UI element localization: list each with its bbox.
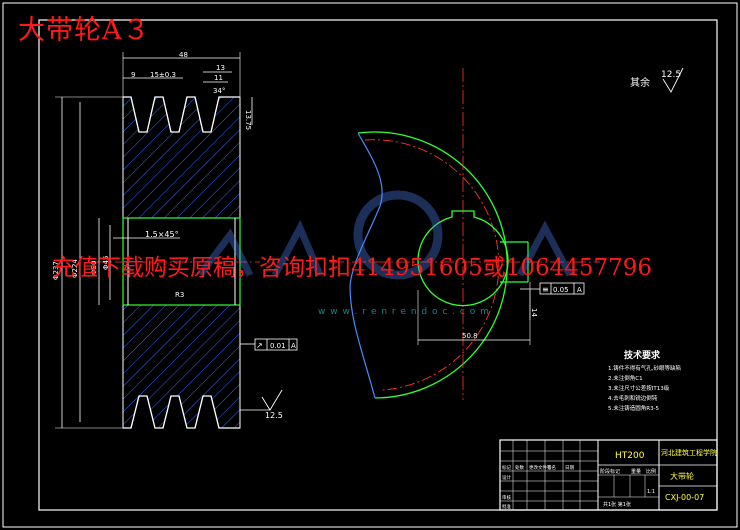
dim-angle-34: 34° (213, 87, 225, 95)
dim-overall-width: 48 (179, 51, 188, 59)
dim-pitch-dia: Φ224 (71, 259, 79, 278)
tb-count-label: 处数 (515, 464, 524, 471)
sym-value: 0.05 (553, 286, 569, 294)
dim-keyway-width: 14 (530, 308, 538, 317)
tb-sign-label: 签名 (547, 464, 556, 471)
tb-scale-label: 比例 (646, 468, 656, 475)
dim-bore-dia: Φ45 (102, 256, 110, 270)
tech-req-item: 1.铸件不得有气孔,砂眼等缺陷 (608, 364, 681, 372)
finish-main: 12.5 (265, 411, 283, 420)
dim-hub-dia: Φ80 (90, 261, 98, 275)
bore-outline (122, 217, 241, 306)
tech-req-item: 5.未注铸造圆角R3-5 (608, 404, 660, 412)
runout-symbol: ↗ (256, 341, 263, 350)
dim-chamfer: 1.5×45° (145, 230, 179, 239)
dim-edge-offset: 9 (131, 71, 135, 79)
section-view (55, 52, 298, 429)
tb-weight-label: 重量 (631, 468, 641, 475)
dim-top-13: 13 (216, 64, 225, 72)
dim-groove-pitch: 15±0.3 (150, 71, 176, 79)
tb-designer-label: 设计 (502, 474, 511, 481)
front-view (330, 67, 684, 400)
tb-mark-label: 标记 (502, 464, 511, 471)
tech-req-item: 3.未注尺寸公差按IT13级 (608, 384, 670, 392)
tb-scale: 1:1 (647, 489, 655, 495)
tb-checker-label: 审核 (502, 494, 511, 501)
runout-datum: A (291, 342, 296, 350)
watermark-text: 充值下载购买原稿，咨询扣扣414951605或1064457796 (52, 255, 653, 281)
tb-school: 河北建筑工程学院 (661, 448, 717, 457)
finish-other-label: 其余 (630, 76, 650, 89)
inner-frame (38, 19, 718, 511)
dim-keyway-depth: 50.8 (462, 332, 478, 340)
tb-part-name: 大带轮 (670, 471, 694, 481)
drawing-title: 大带轮A３ (18, 15, 151, 46)
watermark-site: w w w . r e n r e n d o c . c o m (318, 307, 490, 317)
tb-file-label: 更改文件号 (529, 464, 552, 471)
tech-req-item: 4.去毛刺和锐边倒钝 (608, 394, 658, 402)
dim-outer-dia: Φ237 (52, 261, 60, 280)
tb-drawing-no: CXJ-00-07 (665, 493, 704, 502)
sym-datum: A (577, 286, 582, 294)
tb-sheet: 共1张 第1张 (603, 501, 631, 508)
dim-r3: R3 (175, 291, 184, 299)
finish-other-value: 12.5 (661, 70, 681, 80)
dim-height-1375: 13.75 (244, 110, 252, 130)
runout-value: 0.01 (270, 342, 286, 350)
tb-material: HT200 (615, 451, 645, 461)
tech-req-title: 技术要求 (624, 349, 661, 361)
tb-date-label: 日期 (565, 465, 574, 471)
lower-hatched-section (122, 304, 241, 429)
upper-hatched-section (122, 96, 241, 219)
watermark-logo (197, 190, 574, 280)
tb-approver-label: 批准 (502, 503, 511, 510)
tech-req-item: 2.未注倒角C1 (608, 374, 643, 382)
dim-top-11: 11 (214, 74, 223, 82)
tb-stage-label: 阶段标记 (600, 468, 620, 475)
sym-symbol: ≡ (542, 285, 549, 294)
title-block (499, 439, 718, 511)
